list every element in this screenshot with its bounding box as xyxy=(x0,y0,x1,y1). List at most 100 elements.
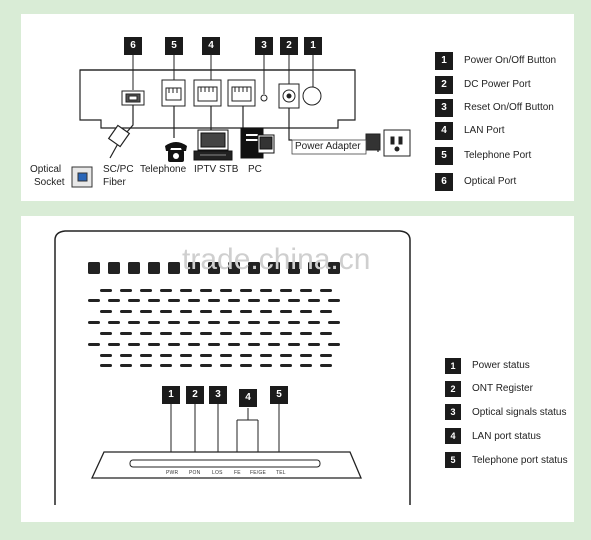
power-adapter-label-box xyxy=(291,139,367,155)
wall-outlet-icon xyxy=(383,129,411,157)
vent-slot xyxy=(188,343,200,346)
vent-slot xyxy=(88,262,100,274)
vent-slot xyxy=(260,310,272,313)
vent-slot xyxy=(188,299,200,302)
vent-slot xyxy=(228,262,240,274)
led-legend-badge-3: 3 xyxy=(445,404,461,420)
vent-slot xyxy=(320,310,332,313)
vent-slot xyxy=(140,354,152,357)
vent-slot xyxy=(220,364,232,367)
vent-slot xyxy=(248,343,260,346)
vent-slot xyxy=(268,321,280,324)
vent-slot xyxy=(228,299,240,302)
led-legend-power: Power status xyxy=(472,360,530,371)
vent-slot xyxy=(328,343,340,346)
led-badge-5: 5 xyxy=(270,386,288,404)
fiber-label-1: SC/PC xyxy=(103,164,134,175)
led-legend-telephone: Telephone port status xyxy=(472,455,568,466)
vent-slot xyxy=(268,299,280,302)
vent-slot xyxy=(288,321,300,324)
vent-slot xyxy=(280,332,292,335)
legend-label-reset: Reset On/Off Button xyxy=(464,102,554,113)
port-badge-1: 1 xyxy=(304,37,322,55)
telephone-label: Telephone xyxy=(140,164,187,175)
vent-slot xyxy=(120,354,132,357)
vent-slot xyxy=(148,343,160,346)
vent-slot xyxy=(280,310,292,313)
led-label-pwr: PWR xyxy=(166,470,179,476)
legend-badge-5: 5 xyxy=(435,147,453,165)
vent-slots xyxy=(88,262,340,367)
vent-slot xyxy=(300,354,312,357)
vent-slot xyxy=(100,364,112,367)
vent-slot xyxy=(308,262,320,274)
led-strip xyxy=(129,459,321,468)
led-badge-3: 3 xyxy=(209,386,227,404)
telephone-port xyxy=(161,79,186,107)
vent-slot xyxy=(208,343,220,346)
vent-slot xyxy=(220,310,232,313)
led-legend-badge-2: 2 xyxy=(445,381,461,397)
legend-label-telephone: Telephone Port xyxy=(464,150,532,161)
vent-slot xyxy=(100,332,112,335)
led-legend-badge-5: 5 xyxy=(445,452,461,468)
vent-slot xyxy=(328,299,340,302)
led-legend-badge-1: 1 xyxy=(445,358,461,374)
vent-slot xyxy=(288,299,300,302)
vent-slot xyxy=(320,364,332,367)
led-legend-lan: LAN port status xyxy=(472,431,541,442)
legend-label-dc-power: DC Power Port xyxy=(464,79,531,90)
vent-slot xyxy=(260,364,272,367)
vent-slot xyxy=(208,262,220,274)
vent-slot xyxy=(300,332,312,335)
led-label-fe: FE xyxy=(234,470,241,476)
vent-slot xyxy=(208,299,220,302)
led-label-pon: PON xyxy=(189,470,201,476)
vent-slot xyxy=(200,354,212,357)
vent-slot xyxy=(88,299,100,302)
led-legend-optical: Optical signals status xyxy=(472,407,567,418)
port-badge-4: 4 xyxy=(202,37,220,55)
vent-slot xyxy=(188,262,200,274)
legend-badge-3: 3 xyxy=(435,99,453,117)
vent-slot xyxy=(240,332,252,335)
front-device-outline xyxy=(54,230,411,505)
optical-socket-label-1: Optical xyxy=(30,164,62,175)
vent-slot xyxy=(308,343,320,346)
vent-slot xyxy=(120,310,132,313)
pc-label: PC xyxy=(248,164,262,175)
vent-slot xyxy=(240,364,252,367)
vent-slot xyxy=(240,289,252,292)
iptv-stb-icon xyxy=(193,129,233,161)
vent-slot xyxy=(140,310,152,313)
telephone-icon xyxy=(165,142,187,162)
led-legend-ont: ONT Register xyxy=(472,383,533,394)
vent-slot xyxy=(108,262,120,274)
vent-slot xyxy=(120,364,132,367)
vent-slot xyxy=(148,321,160,324)
vent-slot xyxy=(100,289,112,292)
fiber-cable xyxy=(107,105,134,159)
legend-label-lan: LAN Port xyxy=(464,125,505,136)
vent-slot xyxy=(128,262,140,274)
legend-badge-6: 6 xyxy=(435,173,453,191)
vent-slot xyxy=(100,354,112,357)
vent-slot xyxy=(200,310,212,313)
port-badge-3: 3 xyxy=(255,37,273,55)
vent-slot xyxy=(140,289,152,292)
led-badge-4: 4 xyxy=(239,389,257,407)
vent-slot xyxy=(168,262,180,274)
vent-slot xyxy=(188,321,200,324)
vent-slot xyxy=(268,262,280,274)
iptv-label: IPTV STB xyxy=(194,164,239,175)
vent-slot xyxy=(328,262,340,274)
lan-port-2 xyxy=(227,79,256,107)
vent-slot xyxy=(140,364,152,367)
vent-slot xyxy=(168,343,180,346)
vent-slot xyxy=(300,364,312,367)
port-badge-5: 5 xyxy=(165,37,183,55)
led-label-los: LOS xyxy=(212,470,223,476)
vent-slot xyxy=(328,321,340,324)
vent-slot xyxy=(128,343,140,346)
vent-slot xyxy=(220,289,232,292)
